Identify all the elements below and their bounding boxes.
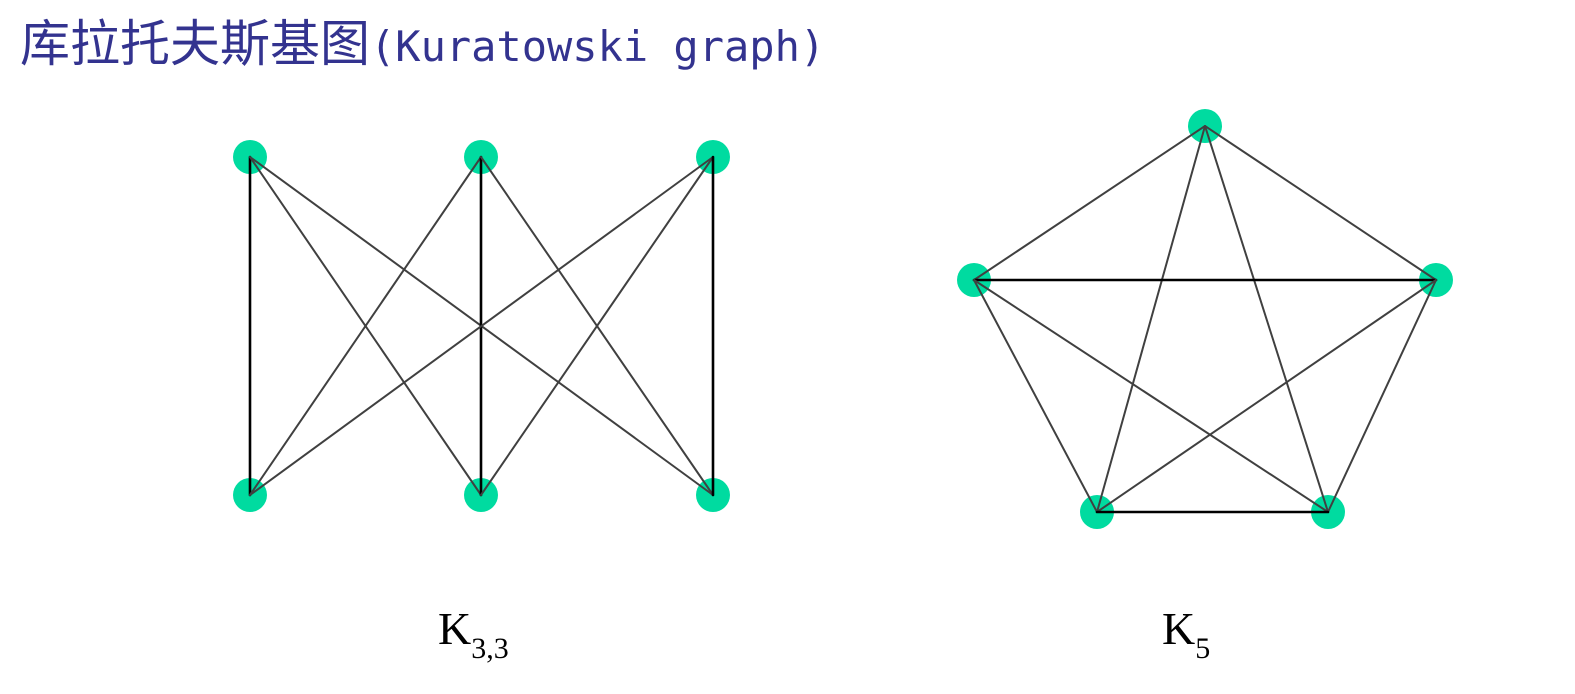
graph-k33 bbox=[233, 140, 730, 512]
k5-edge-left-bottom-right bbox=[973, 279, 1329, 513]
label-k5: K5 bbox=[1162, 606, 1210, 664]
k5-edge-top-left bbox=[973, 125, 1206, 281]
label-k33-main: K bbox=[438, 603, 472, 654]
label-k5-main: K bbox=[1162, 603, 1196, 654]
k5-edge-left-bottom-left bbox=[973, 279, 1098, 513]
k5-edge-top-right bbox=[1204, 125, 1437, 281]
label-k33: K3,3 bbox=[438, 606, 509, 664]
k33-edge-top-3-bottom-1 bbox=[249, 156, 714, 496]
k5-edge-top-bottom-left bbox=[1096, 125, 1206, 513]
k33-edge-top-2-bottom-1 bbox=[249, 156, 482, 496]
k5-edge-right-bottom-left bbox=[1096, 279, 1437, 513]
k5-edge-right-bottom-right bbox=[1327, 279, 1437, 513]
title-chinese: 库拉托夫斯基图 bbox=[20, 15, 370, 73]
page-title: 库拉托夫斯基图(Kuratowski graph) bbox=[20, 14, 825, 74]
label-k5-sub: 5 bbox=[1195, 632, 1211, 665]
k5-edge-top-bottom-right bbox=[1204, 125, 1329, 513]
label-k33-sub: 3,3 bbox=[471, 632, 509, 665]
k33-edge-top-3-bottom-2 bbox=[480, 156, 714, 496]
title-latin: (Kuratowski graph) bbox=[370, 22, 826, 71]
graph-k5 bbox=[957, 109, 1453, 529]
